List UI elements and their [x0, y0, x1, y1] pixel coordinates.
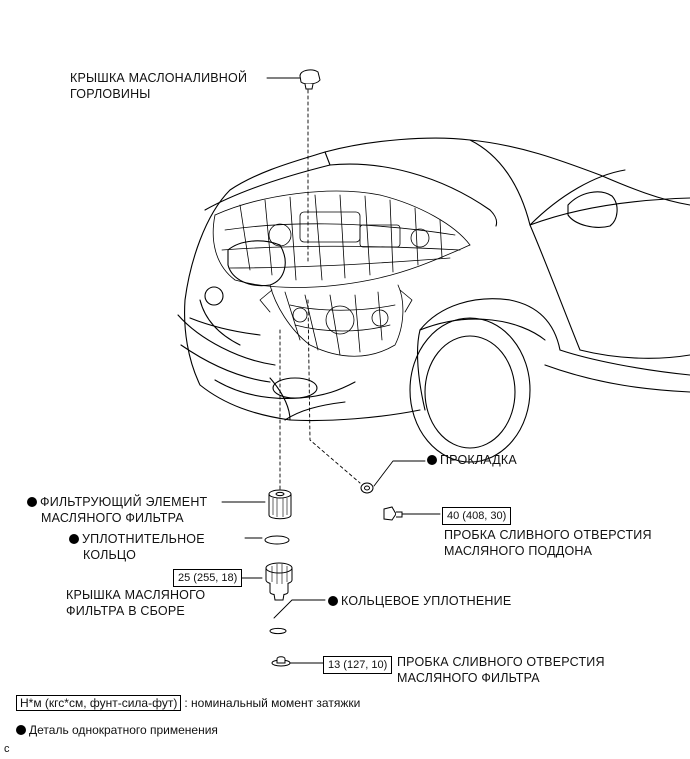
- oil-pan-drain-plug-label-line-1: ПРОБКА СЛИВНОГО ОТВЕРСТИЯ: [444, 528, 652, 542]
- ring-seal-label: КОЛЬЦЕВОЕ УПЛОТНЕНИЕ: [328, 593, 511, 609]
- ring-seal-label-text: КОЛЬЦЕВОЕ УПЛОТНЕНИЕ: [341, 594, 512, 608]
- filter-element-label-line-2: МАСЛЯНОГО ФИЛЬТРА: [41, 511, 184, 525]
- oil-filler-cap-label-line-2: ГОРЛОВИНЫ: [70, 87, 151, 101]
- gasket-label: ПРОКЛАДКА: [427, 452, 517, 468]
- oil-pan-drain-plug-torque-box: 40 (408, 30): [442, 507, 512, 525]
- oil-filter-drain-plug-part: [271, 656, 291, 667]
- oil-filter-drain-plug-torque-box: 13 (127, 10): [323, 656, 393, 674]
- single-use-legend-text: Деталь однократного применения: [29, 723, 218, 737]
- leader-lines: [221, 77, 441, 664]
- torque-legend-box: Н*м (кгс*см, фунт-сила-фут): [16, 695, 182, 711]
- oil-filter-cap-assy-label-line-1: КРЫШКА МАСЛЯНОГО: [66, 588, 206, 602]
- engine-assembly: [212, 190, 471, 357]
- oil-filter-drain-plug-label-line-1: ПРОБКА СЛИВНОГО ОТВЕРСТИЯ: [397, 655, 605, 669]
- torque-legend: Н*м (кгс*см, фунт-сила-фут): номинальный…: [16, 695, 360, 711]
- single-use-legend: Деталь однократного применения: [16, 722, 218, 738]
- single-use-dot-icon: [427, 455, 437, 465]
- oil-filter-drain-plug-label: ПРОБКА СЛИВНОГО ОТВЕРСТИЯ МАСЛЯНОГО ФИЛЬ…: [397, 654, 605, 686]
- oil-filler-cap-label: КРЫШКА МАСЛОНАЛИВНОЙ ГОРЛОВИНЫ: [70, 70, 247, 102]
- gasket-part: [360, 482, 374, 494]
- corner-mark: c: [4, 743, 10, 755]
- oil-filter-cap-assy-label-line-2: ФИЛЬТРА В СБОРЕ: [66, 604, 185, 618]
- filter-element-part: [268, 489, 292, 520]
- oil-filter-cap-torque-box: 25 (255, 18): [173, 569, 243, 587]
- oil-pan-drain-plug-label: ПРОБКА СЛИВНОГО ОТВЕРСТИЯ МАСЛЯНОГО ПОДД…: [444, 527, 652, 559]
- oil-pan-drain-plug-label-line-2: МАСЛЯНОГО ПОДДОНА: [444, 544, 593, 558]
- o-ring-seal-label-line-1: УПЛОТНИТЕЛЬНОЕ: [82, 532, 205, 546]
- single-use-dot-icon: [16, 725, 26, 735]
- o-ring-seal-label: УПЛОТНИТЕЛЬНОЕ КОЛЬЦО: [69, 531, 205, 563]
- o-ring-part: [264, 535, 290, 545]
- oil-pan-drain-plug-part: [383, 506, 403, 521]
- o-ring-seal-label-line-2: КОЛЬЦО: [83, 548, 137, 562]
- gasket-label-text: ПРОКЛАДКА: [440, 453, 517, 467]
- oil-filter-drain-plug-label-line-2: МАСЛЯНОГО ФИЛЬТРА: [397, 671, 540, 685]
- oil-filter-cap-part: [265, 562, 293, 601]
- torque-legend-text: : номинальный момент затяжки: [184, 696, 361, 710]
- single-use-dot-icon: [328, 596, 338, 606]
- single-use-dot-icon: [69, 534, 79, 544]
- filter-element-label-line-1: ФИЛЬТРУЮЩИЙ ЭЛЕМЕНТ: [40, 495, 208, 509]
- car-body-outline: [177, 137, 690, 463]
- single-use-dot-icon: [27, 497, 37, 507]
- oil-filter-cap-assy-label: КРЫШКА МАСЛЯНОГО ФИЛЬТРА В СБОРЕ: [66, 587, 205, 619]
- ring-seal-part: [269, 627, 287, 635]
- dashed-guide-lines: [279, 89, 361, 491]
- oil-filler-cap-part: [299, 69, 321, 90]
- oil-filler-cap-label-line-1: КРЫШКА МАСЛОНАЛИВНОЙ: [70, 71, 248, 85]
- filter-element-label: ФИЛЬТРУЮЩИЙ ЭЛЕМЕНТ МАСЛЯНОГО ФИЛЬТРА: [27, 494, 207, 526]
